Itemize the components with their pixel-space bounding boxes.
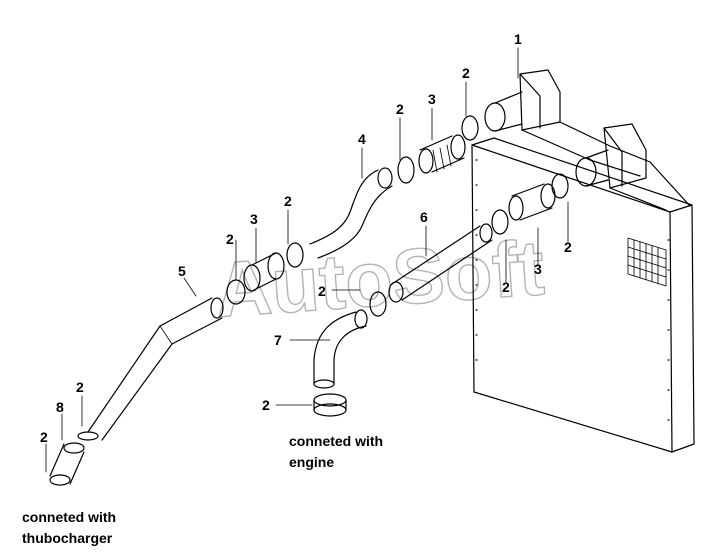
- turbo-note-line1: conneted with: [22, 509, 116, 525]
- turbo-sleeve: [49, 431, 99, 486]
- right-sleeve: [491, 173, 569, 235]
- callout-2: 2: [284, 193, 292, 209]
- callout-2: 2: [318, 283, 326, 299]
- engine-note-line2: engine: [289, 454, 334, 470]
- callout-2: 2: [76, 379, 84, 395]
- callout-2: 2: [396, 101, 404, 117]
- callout-2: 2: [226, 231, 234, 247]
- turbo-note-line2: thubocharger: [22, 530, 113, 546]
- callouts: 1 2 2 3 2 4 2 3 2 6 3 2 2 2 5 7 2 8 2 2: [40, 31, 572, 445]
- callout-2: 2: [564, 239, 572, 255]
- engine-note-line1: conneted with: [289, 433, 383, 449]
- callout-2: 2: [40, 429, 48, 445]
- callout-2: 2: [462, 65, 470, 81]
- hose-6: [369, 223, 493, 317]
- callout-3: 3: [428, 91, 436, 107]
- callout-7: 7: [274, 332, 282, 348]
- hose-7: [313, 309, 368, 389]
- hose-5: [87, 297, 224, 441]
- intercooler: [471, 69, 695, 453]
- engine-clamp: [313, 393, 347, 417]
- callout-5: 5: [178, 263, 186, 279]
- callout-1: 1: [514, 31, 522, 47]
- callout-2: 2: [262, 397, 270, 413]
- callout-8: 8: [56, 399, 64, 415]
- callout-4: 4: [358, 131, 366, 147]
- callout-3: 3: [534, 261, 542, 277]
- upper-hose-sleeve: [397, 115, 479, 184]
- callout-2: 2: [502, 279, 510, 295]
- leader-lines: [45, 47, 569, 473]
- callout-3: 3: [250, 211, 258, 227]
- watermark: AutoSoft: [212, 223, 547, 334]
- callout-6: 6: [420, 209, 428, 225]
- hose-4: [309, 167, 393, 259]
